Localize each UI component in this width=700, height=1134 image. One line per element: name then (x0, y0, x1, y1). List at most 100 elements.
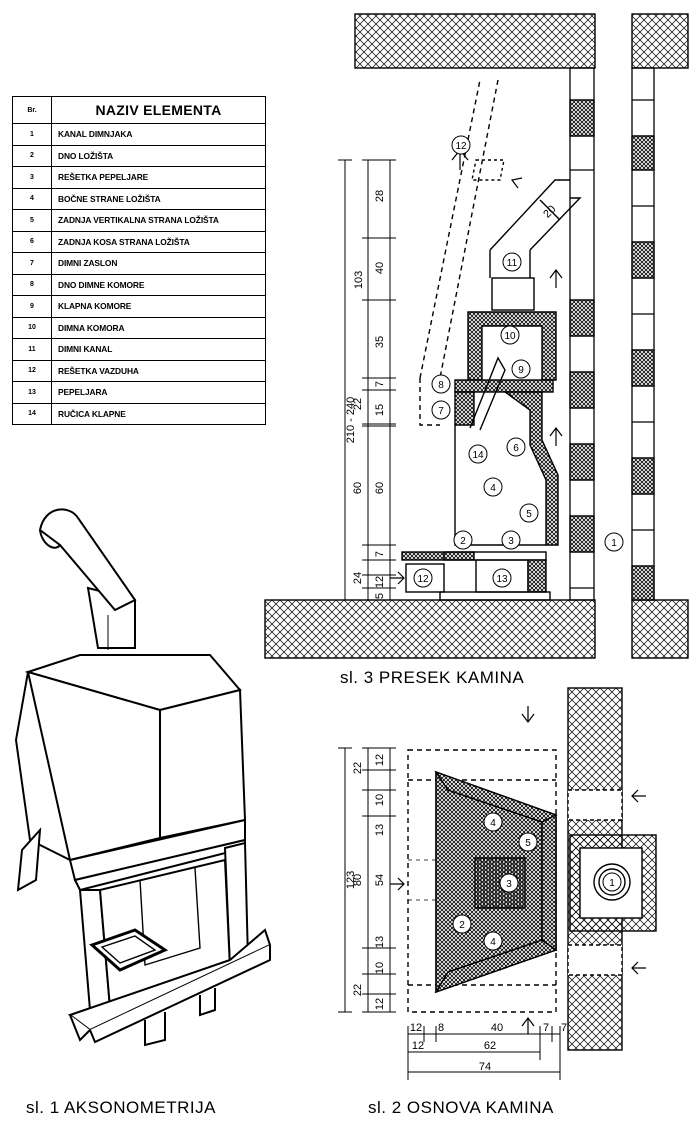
dim-22a: 22 (352, 762, 364, 774)
callout-7: 7 (431, 400, 451, 420)
plan-drawing (338, 687, 657, 1080)
dim-b62: 62 (484, 1040, 496, 1052)
plan-air-arrows (390, 706, 646, 1034)
caption-plan: sl. 2 OSNOVA KAMINA (368, 1098, 554, 1117)
svg-text:1: 1 (611, 538, 617, 549)
dim-b7b: 7 (561, 1022, 567, 1034)
dim-40: 40 (374, 262, 386, 274)
dim-10b: 10 (374, 962, 386, 974)
callout-5: 5 (519, 503, 539, 523)
dim-28: 28 (374, 190, 386, 202)
dim-b12b: 12 (412, 1040, 424, 1052)
air-flow-arrows (390, 149, 563, 585)
smoke-channel (491, 277, 535, 311)
plan-dimension-lines (338, 747, 561, 1080)
dim-80: 80 (352, 874, 364, 886)
plan-wall-gap-bottom (567, 944, 623, 976)
plan-dimensions-text: 123 22 10 12 13 80 54 13 22 10 12 12 8 4… (345, 754, 567, 1073)
dim-10a: 10 (374, 794, 386, 806)
dim-24: 24 (352, 572, 364, 584)
svg-text:3: 3 (508, 536, 514, 547)
section-callouts: 11 12 10 9 8 7 6 14 4 5 2 3 12 13 1 (413, 135, 624, 588)
dim-35: 35 (374, 336, 386, 348)
dim-b12a: 12 (410, 1022, 422, 1034)
caption-section: sl. 3 PRESEK KAMINA (340, 668, 525, 687)
callout-12-bottom: 12 (413, 568, 433, 588)
callout-9: 9 (511, 359, 531, 379)
dim-7a: 7 (374, 381, 386, 387)
hood-dashed-outline (419, 79, 499, 426)
svg-text:4: 4 (490, 937, 496, 948)
svg-text:6: 6 (513, 443, 519, 454)
axo-foot-1 (144, 1012, 166, 1047)
air-grate (405, 563, 445, 593)
plan-wall-gap-top (567, 789, 623, 821)
plan-callout-3: 3 (499, 873, 519, 893)
plan-flue-circle-inner (598, 868, 626, 896)
flue-dim-tick (539, 199, 561, 221)
dim-22: 22 (352, 398, 364, 410)
plan-callout-1: 1 (602, 872, 622, 892)
ceiling-slab-right (631, 13, 689, 69)
svg-text:5: 5 (526, 509, 532, 520)
plan-callout-5: 5 (518, 832, 538, 852)
dim-overall: 210 - 240 (345, 397, 357, 443)
plan-callout-4-top: 4 (483, 812, 503, 832)
axo-side-detail (16, 827, 42, 892)
callout-13: 13 (492, 568, 512, 588)
svg-text:13: 13 (496, 574, 508, 585)
callout-14: 14 (468, 444, 488, 464)
svg-text:1: 1 (609, 878, 615, 889)
svg-text:11: 11 (507, 258, 518, 269)
dim-54: 54 (374, 874, 386, 886)
section-dimensions-text: 210 - 240 103 28 40 35 7 22 15 60 60 7 2… (345, 190, 558, 599)
callout-12-top: 12 (451, 135, 471, 155)
callout-2: 2 (453, 530, 473, 550)
dim-b40: 40 (491, 1022, 503, 1034)
svg-text:7: 7 (438, 406, 444, 417)
damper-flap (469, 356, 506, 431)
svg-text:3: 3 (506, 879, 512, 890)
chimney-wall (569, 67, 655, 601)
dim-60b: 60 (374, 482, 386, 494)
svg-text:12: 12 (455, 141, 467, 152)
section-drawing (264, 13, 689, 659)
axo-ash-pan (89, 928, 169, 972)
axo-foot-2 (199, 988, 216, 1017)
svg-text:4: 4 (490, 483, 496, 494)
dim-22b: 22 (352, 984, 364, 996)
ash-pan-wall (527, 559, 547, 593)
svg-text:9: 9 (518, 365, 524, 376)
callout-1: 1 (604, 532, 624, 552)
callout-6: 6 (506, 437, 526, 457)
base-plate (439, 591, 551, 601)
plan-callouts: 4 5 3 2 4 1 (452, 812, 622, 951)
section-dimension-lines (338, 159, 396, 601)
dim-12b: 12 (374, 998, 386, 1010)
dim-103: 103 (353, 271, 365, 289)
dim-b8: 8 (438, 1022, 444, 1034)
svg-text:8: 8 (438, 380, 444, 391)
dim-15: 15 (374, 404, 386, 416)
callout-4: 4 (483, 477, 503, 497)
svg-text:2: 2 (459, 920, 465, 931)
axonometric-drawing (14, 508, 272, 1047)
ceiling-slab (354, 13, 596, 69)
dim-123: 123 (345, 871, 357, 889)
floor-slab (264, 599, 596, 659)
svg-text:5: 5 (525, 838, 531, 849)
smoke-chamber-floor (454, 379, 554, 393)
dim-20: 20 (541, 203, 558, 220)
callout-10: 10 (500, 325, 520, 345)
legend-header-name: NAZIV ELEMENTA (51, 96, 266, 124)
svg-text:12: 12 (417, 574, 429, 585)
